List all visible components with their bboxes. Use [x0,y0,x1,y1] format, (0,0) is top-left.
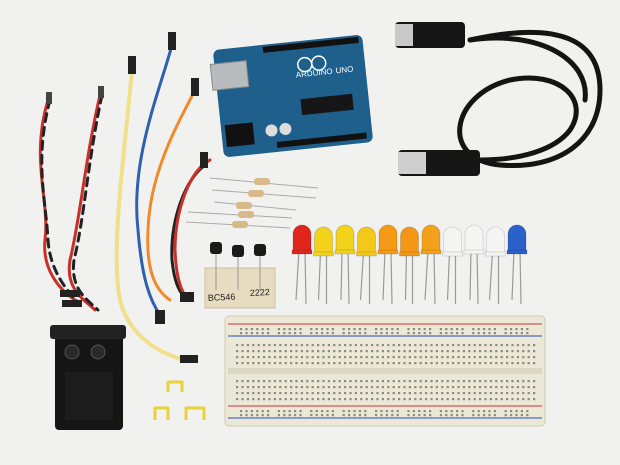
led-red [291,224,313,305]
arduino-model-text: UNO [335,65,354,76]
red-jumper-wire [173,158,212,302]
led-white [463,224,485,305]
led-yellow [356,226,377,304]
usb-cable [395,22,603,176]
breadboard-holes [236,328,536,417]
yellow-jumper-wire [114,68,187,362]
leds [291,224,528,305]
led-yellow [334,224,356,305]
resistors [185,177,319,229]
transistor-label-right: 2222 [250,287,271,298]
led-orange [420,224,442,305]
header-top [262,36,359,53]
jumper-bridges [153,380,206,420]
usb-b-socket [209,60,250,91]
orange-jumper-wire [146,88,197,302]
led-orange [377,224,399,305]
atmega-chip [300,93,354,116]
transistor-label-left: BC546 [208,292,236,303]
header-bottom [276,132,367,148]
led-white [442,226,463,304]
led-orange [399,226,420,304]
led-yellow [313,226,334,304]
blue-jumper-wire [135,43,174,317]
battery-holder [50,325,126,430]
arduino-uno-board: ARDUINO UNO [209,35,373,157]
led-white [485,226,506,304]
transistor-strip: BC546 2222 [204,242,276,309]
battery-clip-leads [38,86,104,312]
led-blue [506,224,528,305]
arduino-brand-text: ARDUINO [295,67,333,80]
jumper-wires [114,32,212,363]
dc-power-jack [224,122,255,148]
breadboard [224,315,546,427]
